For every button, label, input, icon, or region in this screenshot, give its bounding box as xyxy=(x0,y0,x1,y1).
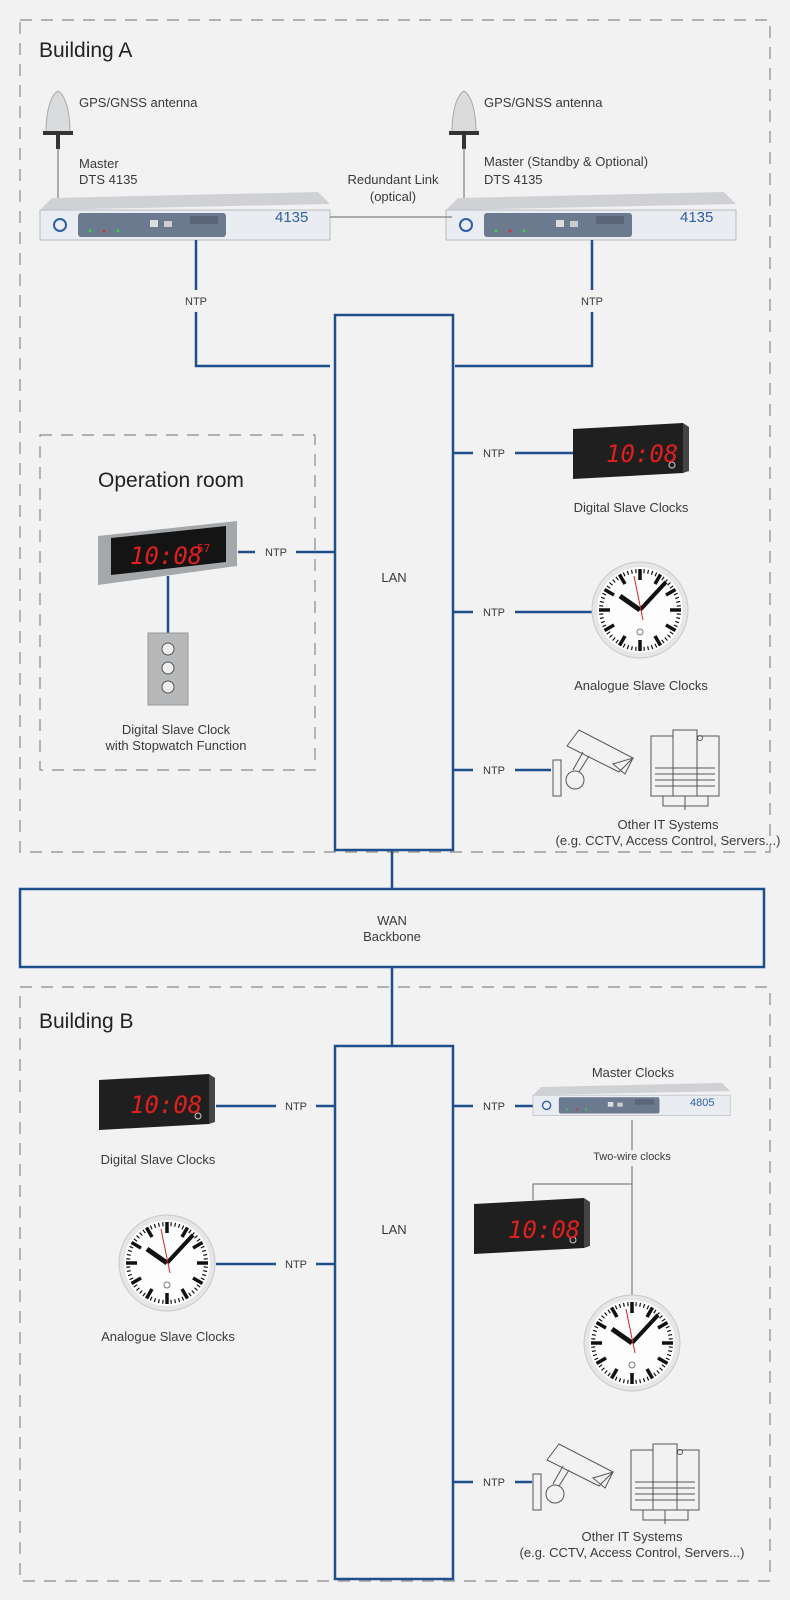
digital-clock-display: 10:08 xyxy=(606,440,678,468)
lan-b-label: LAN xyxy=(381,1222,406,1237)
standby-name: Master (Standby & Optional) xyxy=(484,154,648,169)
two-wire-clock-display: 10:08 xyxy=(508,1216,580,1244)
master-name: Master xyxy=(79,156,119,171)
master-display: 4135 xyxy=(275,209,308,226)
it-systems-caption: Other IT Systems xyxy=(582,1529,683,1544)
analogue-slave-clock xyxy=(592,562,688,658)
ntp-label: NTP xyxy=(285,1101,307,1113)
building-b-title: Building B xyxy=(39,1010,134,1033)
lan-a-label: LAN xyxy=(381,570,406,585)
ntp-label: NTP xyxy=(185,296,207,308)
it-systems-caption-sub: (e.g. CCTV, Access Control, Servers...) xyxy=(520,1545,745,1560)
two-wire-label: Two-wire clocks xyxy=(593,1151,671,1163)
lan-a-box xyxy=(333,313,455,852)
building-a-boundary xyxy=(19,19,771,853)
antenna-label-standby: GPS/GNSS antenna xyxy=(484,95,603,110)
digital-clocks-caption: Digital Slave Clocks xyxy=(574,500,689,515)
operation-room-boundary xyxy=(39,434,316,771)
building-a-title: Building A xyxy=(39,39,132,62)
master-clock-display: 4805 xyxy=(690,1097,714,1109)
ntp-label: NTP xyxy=(581,296,603,308)
antenna-label-master: GPS/GNSS antenna xyxy=(79,95,198,110)
stopwatch-caption-sub: with Stopwatch Function xyxy=(105,738,247,753)
lan-b-box xyxy=(333,1044,455,1581)
stopwatch-caption: Digital Slave Clock xyxy=(122,722,231,737)
stopwatch-clock-display: 10:08 xyxy=(130,542,202,570)
ntp-label: NTP xyxy=(483,1477,505,1489)
digital-clock-display: 10:08 xyxy=(130,1091,202,1119)
ntp-label: NTP xyxy=(483,448,505,460)
gps-antenna-icon xyxy=(448,90,480,150)
ntp-label: NTP xyxy=(285,1259,307,1271)
ntp-label: NTP xyxy=(483,607,505,619)
standby-display: 4135 xyxy=(680,209,713,226)
redundant-link-sublabel: (optical) xyxy=(370,189,416,204)
it-systems-caption: Other IT Systems xyxy=(618,817,719,832)
analogue-clocks-caption: Analogue Slave Clocks xyxy=(101,1329,235,1344)
two-wire-analogue-clock xyxy=(584,1295,680,1391)
master-model: DTS 4135 xyxy=(79,172,138,187)
it-systems-icon xyxy=(532,1443,700,1525)
gps-antenna-icon xyxy=(42,90,74,150)
ntp-label: NTP xyxy=(483,1101,505,1113)
analogue-slave-clock xyxy=(119,1215,215,1311)
ntp-label: NTP xyxy=(483,765,505,777)
stopwatch-clock-seconds: 57 xyxy=(197,542,210,555)
master-clocks-caption: Master Clocks xyxy=(592,1065,675,1080)
analogue-clocks-caption: Analogue Slave Clocks xyxy=(574,678,708,693)
wan-label: WAN xyxy=(377,913,407,928)
it-systems-caption-sub: (e.g. CCTV, Access Control, Servers...) xyxy=(556,833,781,848)
operation-room-title: Operation room xyxy=(98,469,244,492)
digital-clocks-caption: Digital Slave Clocks xyxy=(101,1152,216,1167)
wan-sublabel: Backbone xyxy=(363,929,421,944)
standby-model: DTS 4135 xyxy=(484,172,543,187)
it-systems-icon xyxy=(552,729,720,811)
ntp-label: NTP xyxy=(265,547,287,559)
wan-backbone-box xyxy=(18,887,766,969)
redundant-link-label: Redundant Link xyxy=(347,172,439,187)
